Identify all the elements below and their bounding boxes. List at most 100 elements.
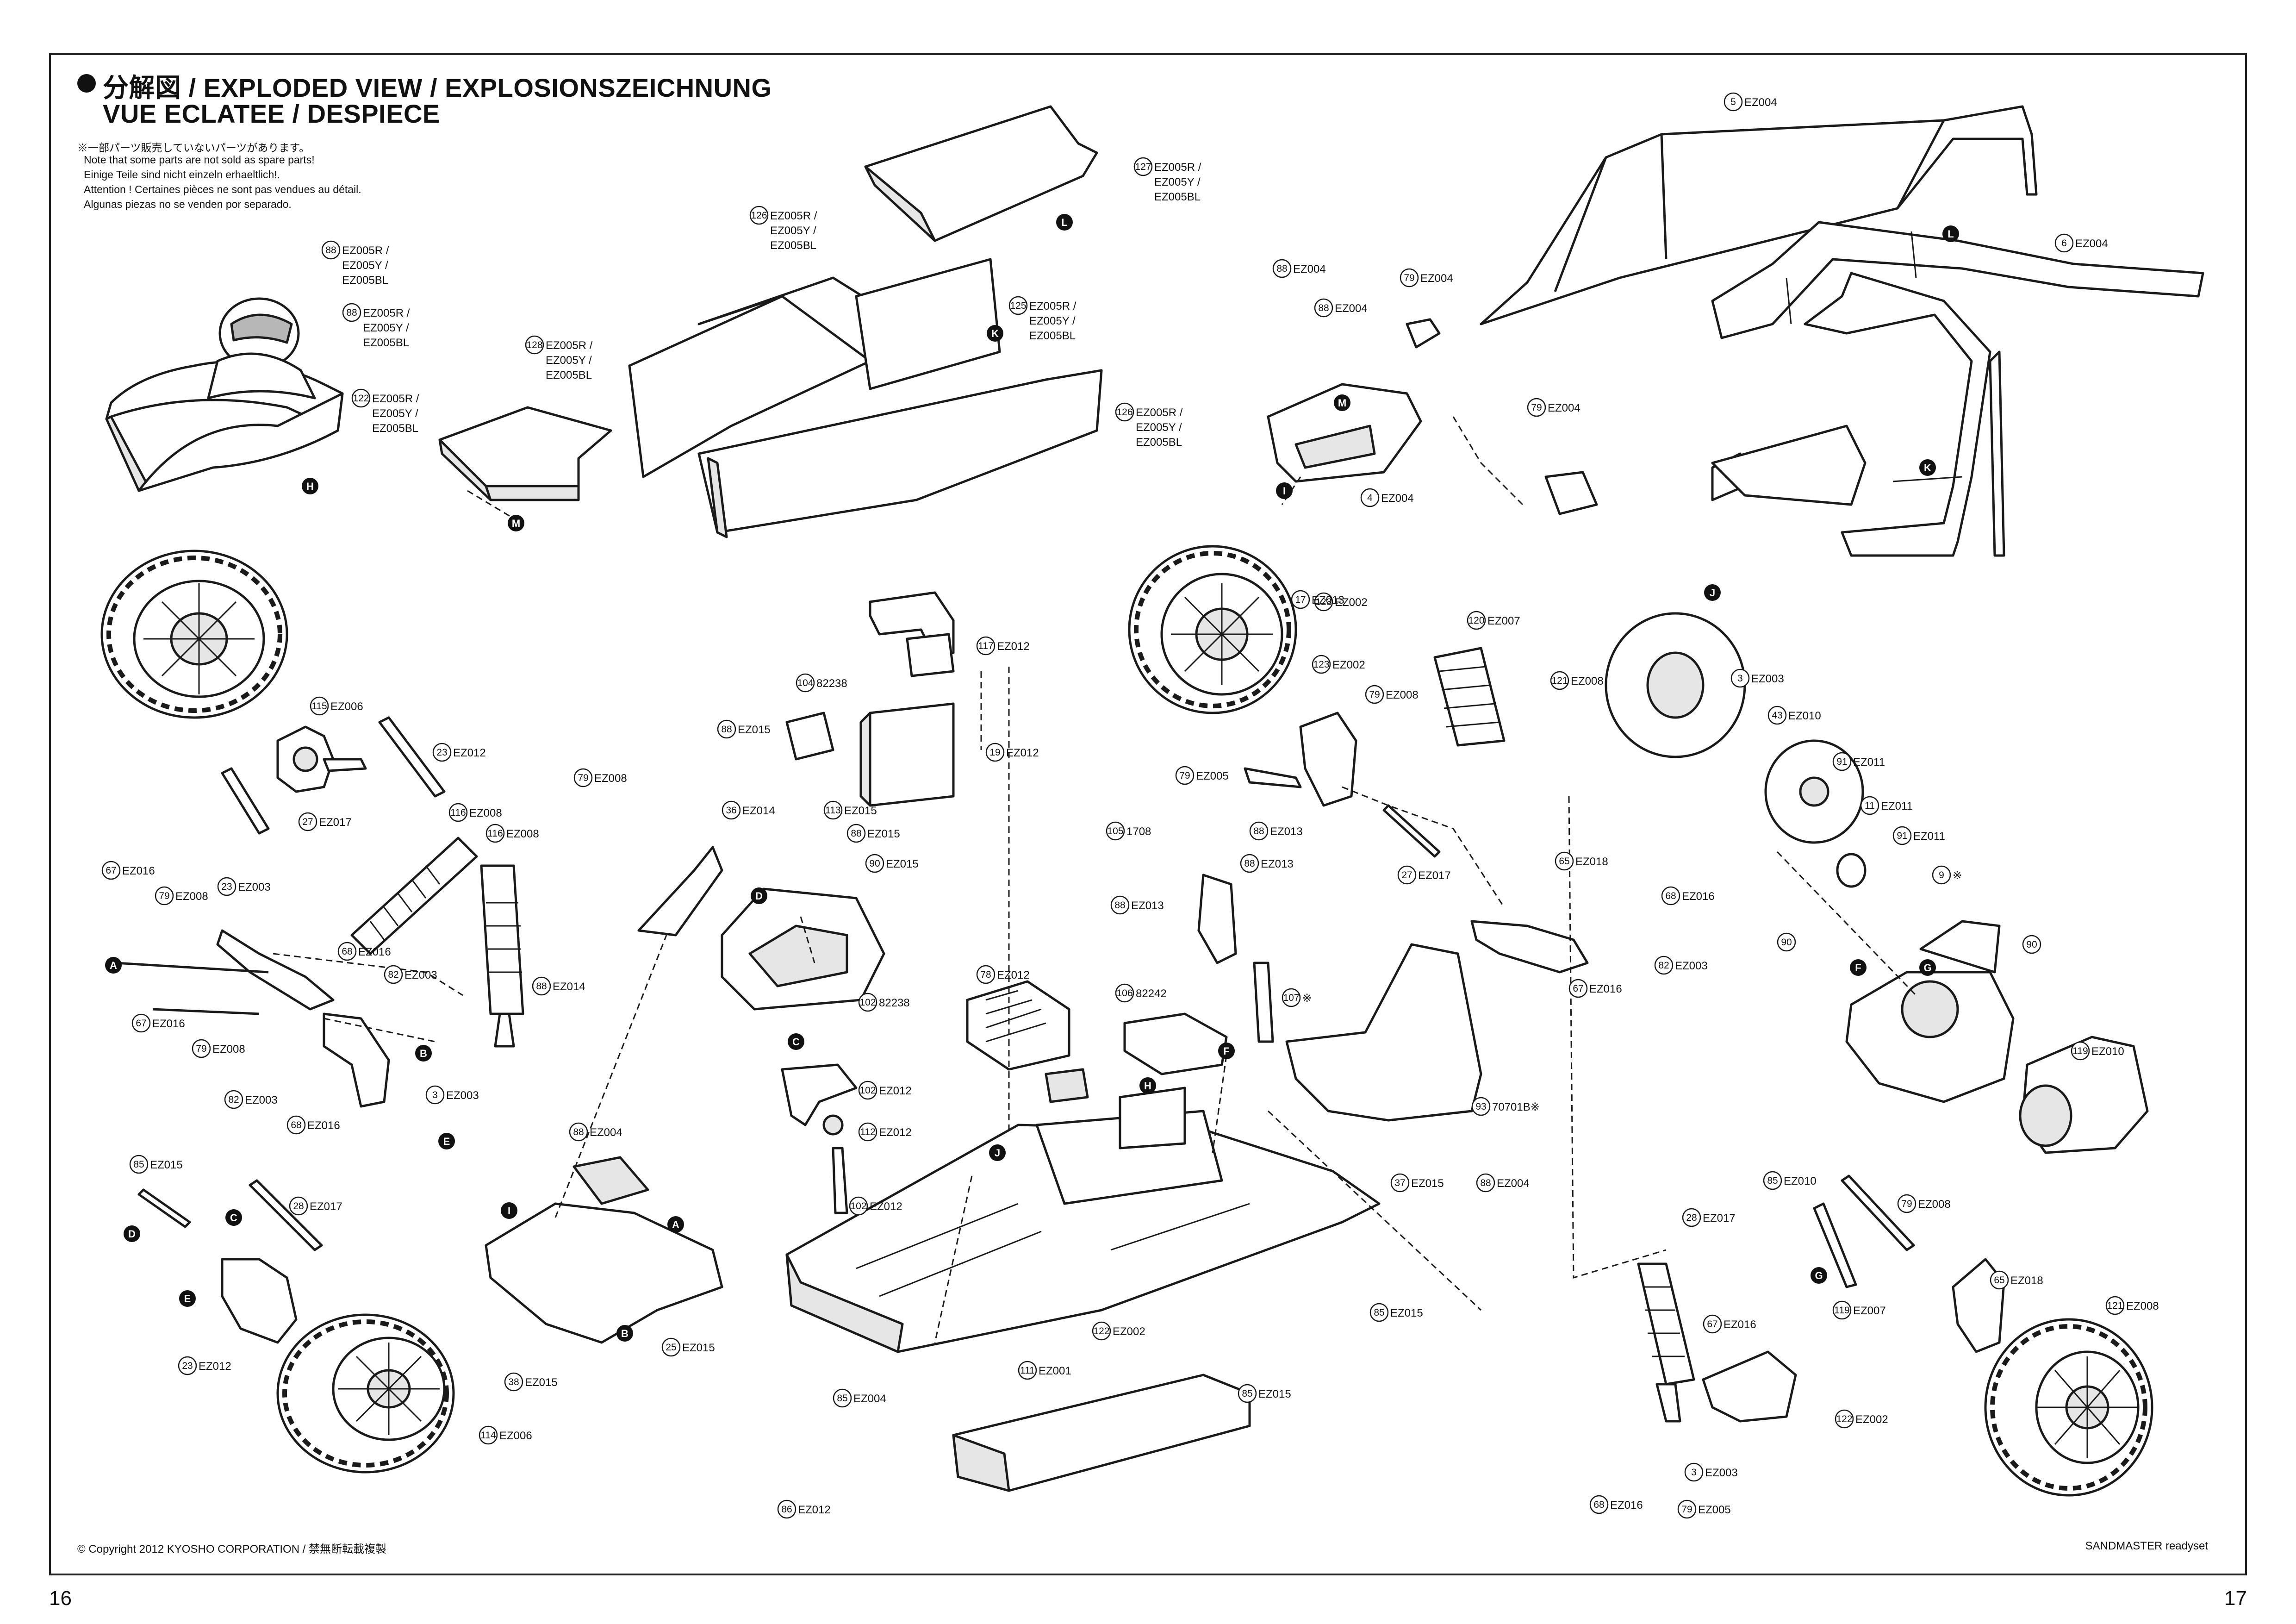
part-code: 82242: [1136, 987, 1167, 1000]
marker-circle: [989, 1144, 1006, 1161]
part-code: EZ005Y /: [372, 407, 418, 420]
main-chassis: [785, 1087, 1381, 1353]
assembly-marker: K: [987, 325, 1003, 342]
part-code: EZ016: [1724, 1318, 1756, 1331]
part-number-circle: [985, 743, 1005, 762]
part-number-circle: [569, 1122, 588, 1142]
marker-letter: M: [512, 518, 520, 529]
part-code: EZ005: [1698, 1504, 1731, 1516]
part-number-circle: [155, 886, 174, 906]
part-code: EZ005BL: [546, 369, 592, 381]
part-code: EZ015: [1258, 1388, 1291, 1400]
part-number-circle: [717, 719, 736, 739]
part-number-circle: [1568, 979, 1588, 998]
part-number: 23: [436, 747, 447, 758]
part-number: 88: [325, 245, 336, 256]
assembly-marker: B: [616, 1325, 633, 1342]
part-code: EZ015: [1411, 1177, 1444, 1190]
part-code: EZ002: [1335, 596, 1368, 609]
part-number: 68: [342, 946, 352, 957]
part-number: 119: [1834, 1305, 1849, 1316]
part-number-circle: [1360, 488, 1380, 507]
part-number-circle: [846, 824, 866, 843]
marker-letter: A: [110, 960, 117, 971]
part-code: EZ004: [1497, 1177, 1530, 1190]
marker-circle: [508, 515, 524, 531]
part-code: 70701B※: [1492, 1101, 1540, 1113]
assembly-marker: M: [1334, 394, 1350, 411]
part-code: EZ013: [1261, 858, 1294, 870]
part-number-circle: [1008, 296, 1028, 315]
part-number: 112: [860, 1127, 875, 1137]
part-number: 3: [432, 1090, 438, 1100]
part-number: 65: [1559, 856, 1569, 867]
assembly-marker: F: [1218, 1043, 1235, 1059]
part-number-circle: [1832, 1300, 1852, 1320]
part-number-circle: [129, 1155, 149, 1174]
part-number: 37: [1394, 1178, 1405, 1188]
part-number: 79: [578, 773, 588, 783]
part-code: EZ005Y /: [363, 322, 409, 334]
antenna-tube: [1253, 962, 1274, 1043]
assembly-marker: A: [105, 957, 122, 974]
part-code: EZ005R /: [363, 307, 410, 319]
part-code: EZ008: [1386, 689, 1419, 701]
part-code: EZ014: [742, 805, 775, 817]
part-number: 85: [837, 1393, 847, 1404]
wheel-front-right: [1128, 545, 1297, 714]
assembly-marker: D: [124, 1225, 140, 1242]
copyright-text: © Copyright 2012 KYOSHO CORPORATION / 禁無…: [77, 1543, 387, 1555]
part-number: 116: [450, 807, 466, 818]
part-code: EZ012: [870, 1200, 902, 1213]
part-number-circle: [1527, 398, 1546, 417]
part-number: 79: [1369, 689, 1380, 700]
part-number: 121: [2107, 1300, 2123, 1311]
assembly-marker: J: [1704, 584, 1721, 601]
part-number: 88: [1244, 858, 1255, 869]
part-code: EZ004: [1293, 263, 1326, 275]
marker-letter: A: [672, 1219, 679, 1230]
part-number-circle: [1763, 1171, 1782, 1190]
spur-gear-assembly: [1605, 612, 1867, 888]
part-number: 90: [2026, 939, 2037, 950]
part-number-circle: [1390, 1173, 1410, 1193]
part-number-circle: [1682, 1208, 1701, 1227]
part-code: ※: [1302, 992, 1312, 1005]
part-number-circle: [1724, 92, 1743, 112]
part-number: 79: [196, 1043, 206, 1054]
part-number-circle: [1397, 865, 1417, 885]
part-callout: 107※: [1282, 988, 1312, 1007]
part-number: 68: [291, 1120, 301, 1131]
part-number: 85: [1242, 1388, 1252, 1399]
part-code: EZ001: [1039, 1365, 1071, 1377]
part-number-circle: [1175, 766, 1195, 785]
part-number-circle: [310, 696, 329, 716]
receiver: [1045, 1012, 1228, 1103]
rear-hub-far-right: [1813, 1174, 2005, 1353]
part-code: EZ005Y /: [342, 259, 388, 272]
part-code: EZ015: [867, 828, 900, 840]
part-code: EZ003: [238, 881, 271, 893]
part-number: 86: [781, 1504, 792, 1515]
part-number: 79: [1179, 770, 1190, 781]
assembly-marker: D: [751, 887, 767, 904]
